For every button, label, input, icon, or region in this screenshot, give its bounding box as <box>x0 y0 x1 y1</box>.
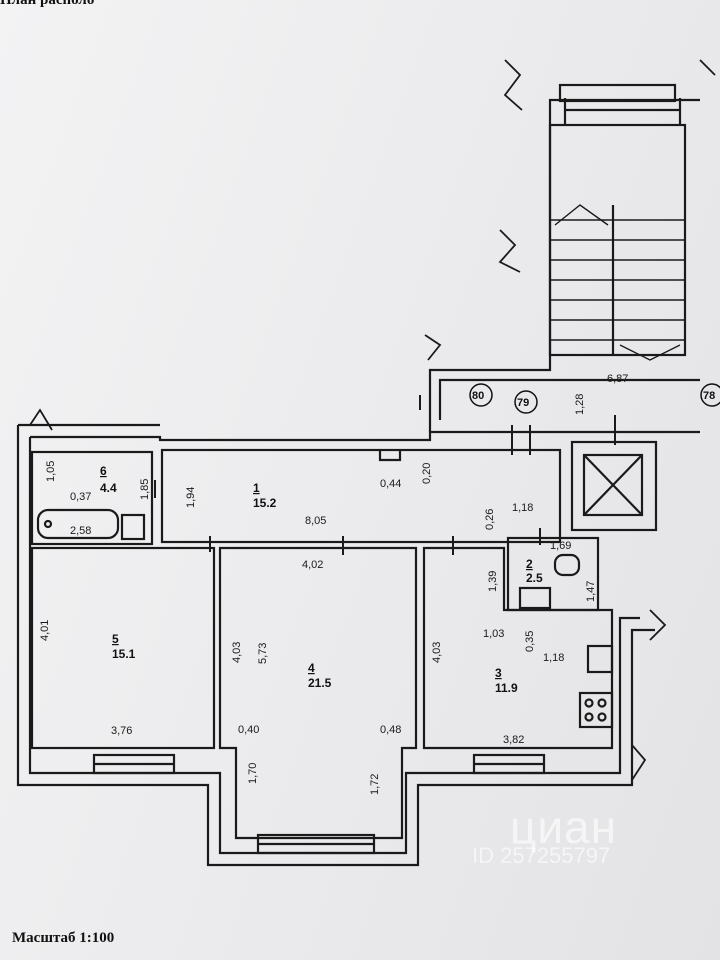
room-4-outline <box>218 546 418 840</box>
flat-badge-79 <box>514 390 538 414</box>
door-ticks <box>154 395 616 555</box>
dim-r3-step: 1,03 <box>483 628 504 640</box>
dim-r1-height: 1,94 <box>185 487 197 508</box>
dim-r2-height: 1,39 <box>487 571 499 592</box>
dim-r4-width: 4,02 <box>302 559 323 571</box>
dim-r6-height: 1,05 <box>45 461 57 482</box>
outer-wall <box>16 425 655 867</box>
dim-r3-height: 4,03 <box>431 642 443 663</box>
dim-r3-width: 3,82 <box>503 734 524 746</box>
dim-r2-width: 1,69 <box>550 540 571 552</box>
flat-number-80: 80 <box>472 390 484 402</box>
dim-r6-side: 1,85 <box>139 479 151 500</box>
dim-r4-full-height: 5,73 <box>257 643 269 664</box>
stair-flights <box>550 204 685 361</box>
stair-dim-1: 1,28 <box>574 394 586 415</box>
dim-r1-end: 1,18 <box>512 502 533 514</box>
dim-r3-niche: 0,35 <box>524 631 536 652</box>
flat-number-78: 78 <box>703 390 715 402</box>
dim-r1-niche-depth: 0,20 <box>421 463 433 484</box>
room-1-area: 15.2 <box>253 496 277 510</box>
room-3-area: 11.9 <box>495 681 518 695</box>
scale-label: Масштаб 1:100 <box>12 930 115 946</box>
stair-wall <box>428 98 700 432</box>
room-2-outline <box>506 536 600 612</box>
dim-r4-bay-right: 1,72 <box>369 774 381 795</box>
room-5-number: 5 <box>112 632 119 646</box>
watermark-id: ID 257255797 <box>472 843 611 868</box>
dim-r1-length: 8,05 <box>305 515 326 527</box>
flat-badge-78 <box>700 383 720 407</box>
room-2-area: 2.5 <box>526 571 543 585</box>
room-2-number: 2 <box>526 557 533 571</box>
break-lines <box>29 59 716 781</box>
room-6-outline <box>30 450 154 546</box>
corridor-wall <box>30 430 700 442</box>
plan-title: План располо <box>0 0 95 8</box>
room-1-outline <box>160 448 562 544</box>
room-5-outline <box>30 546 216 750</box>
dim-r5-width: 3,76 <box>111 725 132 737</box>
room-4-area: 21.5 <box>308 676 332 690</box>
dim-r1-step: 0,26 <box>484 509 496 530</box>
room-5-area: 15.1 <box>112 647 136 661</box>
watermark-brand: циан <box>510 801 618 853</box>
dim-r4-bay-left: 1,70 <box>247 763 259 784</box>
dim-r6-width: 2,58 <box>70 525 91 537</box>
dim-r5-height: 4,01 <box>39 620 51 641</box>
dim-r1-niche: 0,44 <box>380 478 401 490</box>
room-3-outline <box>422 546 614 750</box>
stair-dim-2: 6,87 <box>607 373 628 385</box>
room-3-number: 3 <box>495 666 502 680</box>
dim-r4-left-jog: 0,40 <box>238 724 259 736</box>
dim-r4-right-jog: 0,48 <box>380 724 401 736</box>
dim-r2-side: 1,47 <box>585 581 597 602</box>
flat-badge-80 <box>469 383 493 407</box>
dim-r3-kitchen: 1,18 <box>543 652 564 664</box>
room-4-number: 4 <box>308 661 315 675</box>
room-6-number: 6 <box>100 464 107 478</box>
dim-r6-depth: 0,37 <box>70 491 91 503</box>
room-1-number: 1 <box>253 481 260 495</box>
flat-number-79: 79 <box>517 397 529 409</box>
dim-r4-left-height: 4,03 <box>231 642 243 663</box>
room-6-area: 4.4 <box>100 481 117 495</box>
